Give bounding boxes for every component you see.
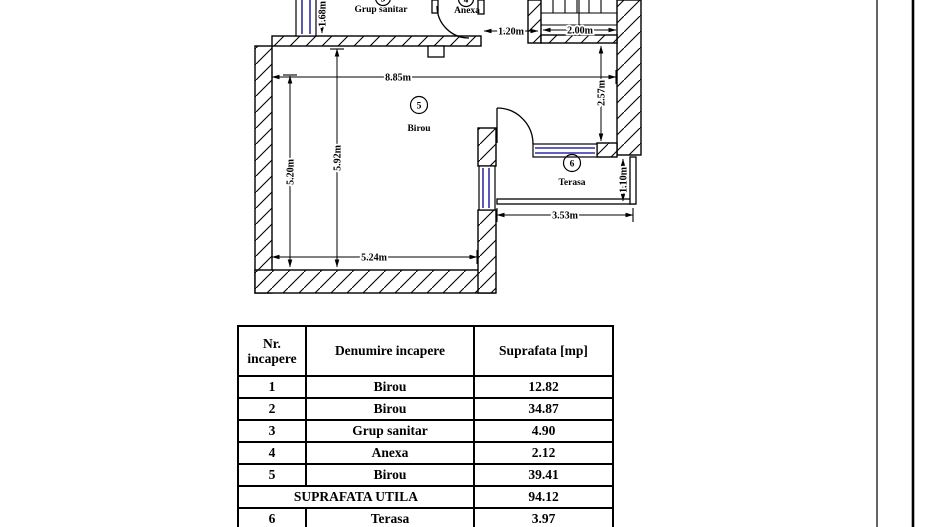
walls [254,0,642,294]
window-top-left [295,0,317,37]
cell-area: 4.90 [473,419,614,443]
door-birou-terrace [496,107,534,145]
staircase [541,0,617,26]
total-label: SUPRAFATA UTILA [237,485,475,509]
svg-text:5: 5 [417,102,422,112]
windows [295,0,598,211]
svg-text:4: 4 [464,0,469,6]
wall-east-upper [477,127,497,167]
dimensions: 1.68m 1.20m 2.00m 8.85m 2.57m 5.20m 5.92… [271,0,634,268]
room-label-birou: 5 Birou [407,95,431,134]
wall-stub-anexa-left [431,0,439,14]
room-label-anexa: 4 Anexa [454,0,480,16]
cell-nr: 4 [237,441,307,465]
svg-text:Birou: Birou [407,124,431,134]
svg-text:Grup sanitar: Grup sanitar [354,5,408,15]
wall-terrace-top [596,142,618,158]
wall-right-outer [616,0,642,156]
table-total-row: SUPRAFATA UTILA 94.12 [237,485,614,509]
cell-name: Terasa [305,507,475,527]
dim-passage: 1.20m [498,27,525,38]
terrace-edge-right [629,156,637,205]
room-label-terasa: 6 Terasa [558,153,586,188]
table-row: 5 Birou 39.41 [237,463,614,487]
cell-area: 39.41 [473,463,614,487]
sheet-border [876,0,915,527]
dim-room5-inner-height: 5.20m [286,158,297,185]
cell-area: 12.82 [473,375,614,399]
header-nr-incapere: Nr. incapere [237,325,307,377]
wall-stair-bottom [540,34,618,44]
cell-name: Grup sanitar [305,419,475,443]
cell-name: Birou [305,375,475,399]
dim-room5-right-height: 2.57m [597,79,608,106]
room-label-grup-sanitar: 3 Grup sanitar [354,0,408,15]
cell-name: Birou [305,463,475,487]
wall-stub-anexa-right [477,0,485,15]
svg-text:Terasa: Terasa [558,178,585,188]
table-row: 6 Terasa 3.97 [237,507,614,527]
cell-nr: 3 [237,419,307,443]
dim-room5-bottom-width: 5.24m [361,253,388,264]
dim-terrace-width: 3.53m [552,211,579,222]
cell-name: Birou [305,397,475,421]
dim-stair: 2.00m [567,26,594,37]
total-area: 94.12 [473,485,614,509]
cell-name: Anexa [305,441,475,465]
header-suprafata: Suprafata [mp] [473,325,614,377]
window-east [478,165,496,211]
svg-text:3: 3 [381,0,386,5]
cell-nr: 5 [237,463,307,487]
door-arc-anexa [436,5,470,39]
wall-left [254,45,273,294]
cell-nr: 2 [237,397,307,421]
dim-room5-width: 8.85m [385,73,412,84]
room-labels: 3 Grup sanitar 4 Anexa 5 Birou 6 Terasa [354,0,586,188]
cell-area: 2.12 [473,441,614,465]
cell-nr: 6 [237,507,307,527]
svg-text:6: 6 [570,160,575,170]
table-row: 1 Birou 12.82 [237,375,614,399]
table-row: 3 Grup sanitar 4.90 [237,419,614,443]
wall-bottom [254,269,496,294]
cell-area: 3.97 [473,507,614,527]
dim-terrace-height: 1.10m [619,166,630,193]
header-denumire-incapere: Denumire incapere [305,325,475,377]
window-terrace [532,143,598,158]
pillar [427,45,445,58]
doors [436,5,534,145]
terrace-edge-bottom [496,198,636,205]
table-header-row: Nr. incapere Denumire incapere Suprafata… [237,325,614,377]
svg-text:Anexa: Anexa [454,6,480,16]
table-row: 4 Anexa 2.12 [237,441,614,465]
dim-window-left: 1.68m [318,0,329,27]
cell-nr: 1 [237,375,307,399]
wall-east-lower [477,209,497,294]
wall-top-band [271,35,482,47]
cell-area: 34.87 [473,397,614,421]
areas-table: Nr. incapere Denumire incapere Suprafata… [237,325,614,527]
wall-stair-left [527,0,542,44]
dim-room5-outer-height: 5.92m [333,144,344,171]
table-row: 2 Birou 34.87 [237,397,614,421]
